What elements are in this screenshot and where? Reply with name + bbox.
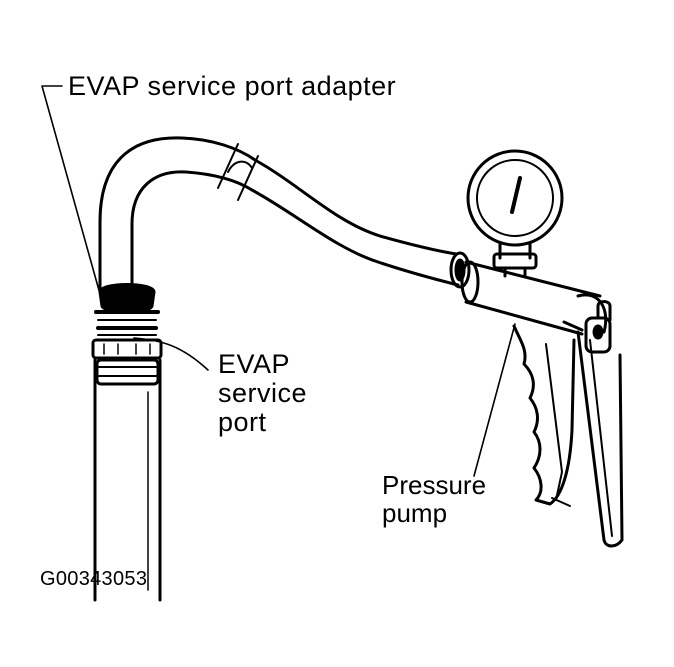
pump-grip (512, 324, 576, 507)
label-evap-service-port-line2: service (218, 378, 308, 409)
label-pressure-pump-line1: Pressure (382, 470, 487, 500)
label-evap-service-port: EVAP service port (218, 349, 308, 438)
leader-lines (41, 85, 516, 477)
label-evap-service-port-adapter: EVAP service port adapter (68, 71, 397, 101)
pressure-gauge (466, 149, 564, 278)
label-evap-service-port-line3: port (218, 407, 267, 438)
evap-service-port (93, 358, 162, 602)
leader-service-port (133, 337, 209, 371)
label-pressure-pump: Pressure pump (382, 471, 486, 527)
label-evap-service-port-line1: EVAP (218, 349, 291, 379)
pump-barrel (460, 260, 608, 336)
evap-service-port-adapter (91, 283, 163, 360)
leader-adapter (41, 85, 101, 295)
hose (98, 136, 471, 292)
figure-id: G00343053 (40, 568, 148, 590)
leader-pressure-pump (473, 323, 516, 477)
pump-lever (545, 300, 624, 548)
label-pressure-pump-line2: pump (382, 498, 448, 529)
